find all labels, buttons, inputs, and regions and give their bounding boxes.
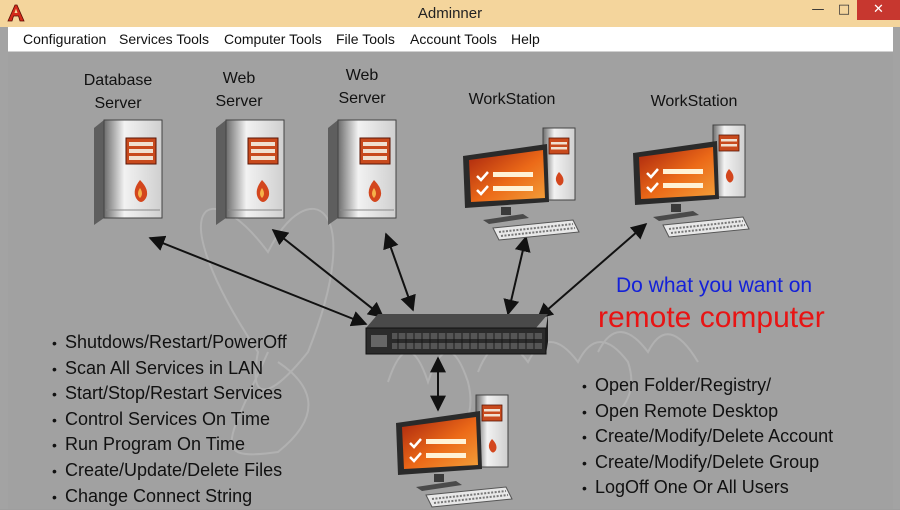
right-feature-list: Open Folder/Registry/ Open Remote Deskto… [582, 373, 833, 501]
menu-bar: Configuration Services Tools Computer To… [8, 27, 893, 52]
label-workstation-1: WorkStation [468, 91, 556, 108]
feature-item: Change Connect String [52, 484, 287, 510]
menu-configuration[interactable]: Configuration [23, 31, 107, 47]
feature-item: Start/Stop/Restart Services [52, 381, 287, 407]
web-server-1-icon [215, 119, 285, 226]
feature-item: Open Remote Desktop [582, 399, 833, 425]
feature-item: Create/Modify/Delete Account [582, 424, 833, 450]
title-bar[interactable]: Adminner — □ ✕ [0, 0, 900, 27]
feature-item: Run Program On Time [52, 432, 287, 458]
tagline-line-1: Do what you want on [616, 274, 813, 297]
feature-item: Open Folder/Registry/ [582, 373, 833, 399]
connection-arrows [148, 222, 648, 412]
minimize-button[interactable]: — [811, 2, 825, 17]
database-server-icon [93, 119, 163, 226]
workstation-1-icon [461, 126, 581, 242]
window-title: Adminner [417, 5, 483, 22]
left-feature-list: Shutdows/Restart/PowerOff Scan All Servi… [52, 330, 287, 509]
menu-services-tools[interactable]: Services Tools [119, 31, 210, 47]
menu-account-tools[interactable]: Account Tools [410, 31, 497, 47]
label-web-server-2: Web Server [338, 67, 386, 107]
workstation-2-icon [631, 123, 751, 239]
workstation-3-icon [394, 393, 514, 509]
label-web-server-1: Web Server [215, 70, 263, 110]
feature-item: Shutdows/Restart/PowerOff [52, 330, 287, 356]
app-logo-icon[interactable] [7, 4, 25, 22]
feature-item: Create/Modify/Delete Group [582, 450, 833, 476]
label-workstation-2: WorkStation [650, 93, 738, 110]
network-switch-icon [365, 314, 548, 355]
feature-item: Create/Update/Delete Files [52, 458, 287, 484]
menu-help[interactable]: Help [511, 31, 540, 47]
network-diagram [93, 119, 751, 509]
feature-item: Scan All Services in LAN [52, 356, 287, 382]
label-database-server: Database Server [83, 72, 153, 112]
web-server-2-icon [327, 119, 397, 226]
diagram-area: Database Server Web Server Web Server Wo… [8, 52, 893, 509]
feature-item: LogOff One Or All Users [582, 475, 833, 501]
menu-file-tools[interactable]: File Tools [336, 31, 395, 47]
maximize-button[interactable]: □ [837, 2, 851, 17]
feature-item: Control Services On Time [52, 407, 287, 433]
tagline-line-2: remote computer [598, 301, 825, 334]
menu-computer-tools[interactable]: Computer Tools [224, 31, 322, 47]
close-button[interactable]: ✕ [857, 0, 900, 20]
